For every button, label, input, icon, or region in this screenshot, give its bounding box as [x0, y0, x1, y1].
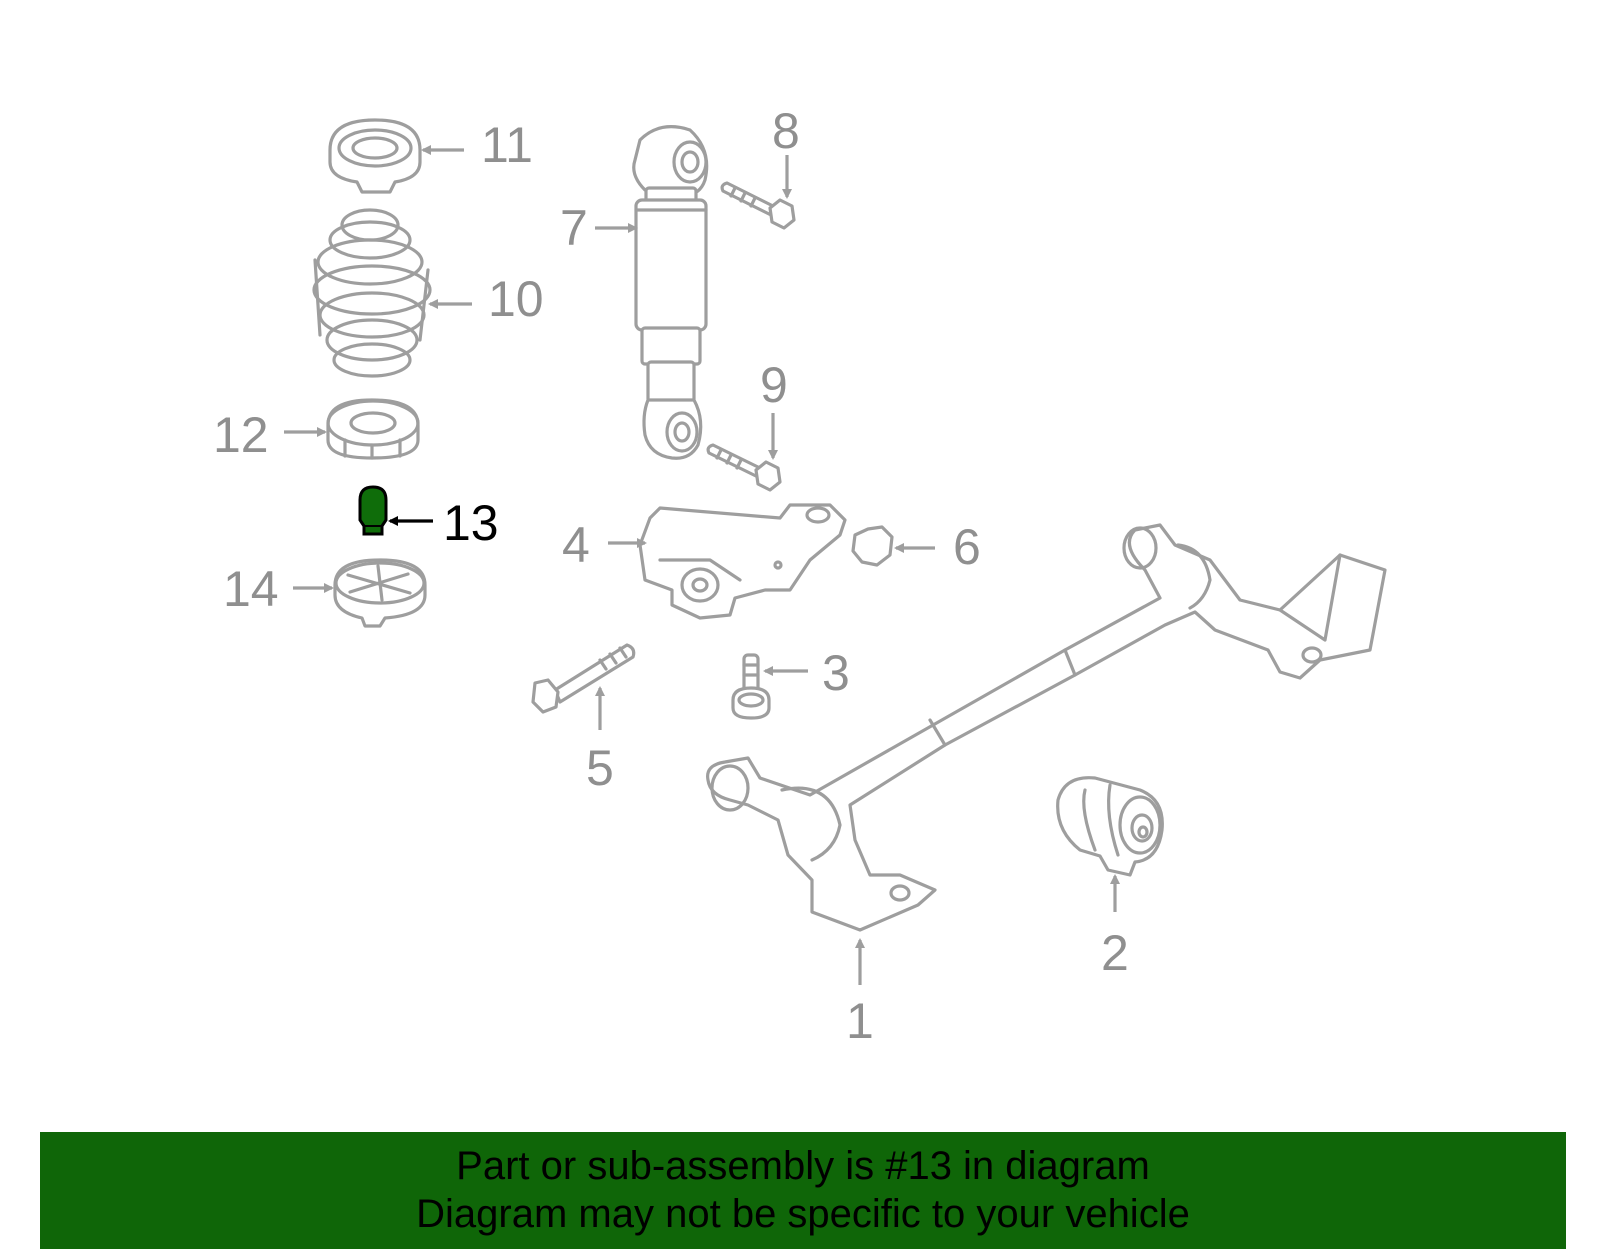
part-10-coil-spring	[312, 208, 432, 378]
part-1-axle-beam	[706, 523, 1387, 932]
part-7-shock-absorber	[632, 125, 709, 460]
part-9-lower-bolt	[706, 443, 782, 492]
callout-7: 7	[560, 200, 588, 256]
part-2-bushing	[1056, 776, 1164, 877]
leader-arrows	[284, 145, 1120, 985]
part-13-bump-stop-highlighted	[358, 485, 388, 536]
callout-10: 10	[488, 271, 544, 327]
callout-1: 1	[846, 993, 874, 1049]
callout-8: 8	[772, 103, 800, 159]
part-11-upper-spring-seat	[328, 118, 422, 194]
callout-5: 5	[586, 740, 614, 796]
callout-2: 2	[1101, 925, 1129, 981]
banner-line-2: Diagram may not be specific to your vehi…	[416, 1192, 1190, 1236]
part-5-long-bolt	[531, 643, 636, 714]
part-8-upper-bolt	[720, 181, 796, 230]
part-12-lower-insulator	[326, 398, 420, 460]
callout-12: 12	[213, 407, 269, 463]
part-6-nut	[851, 525, 894, 567]
callout-6: 6	[953, 519, 981, 575]
callout-14: 14	[223, 561, 279, 617]
callout-9: 9	[760, 357, 788, 413]
callout-3: 3	[822, 645, 850, 701]
callout-11: 11	[481, 117, 533, 173]
callout-13-highlighted: 13	[443, 495, 499, 551]
banner-line-1: Part or sub-assembly is #13 in diagram	[456, 1144, 1150, 1188]
part-4-bracket	[638, 503, 847, 620]
part-14-lower-pad	[333, 558, 427, 628]
info-banner: Part or sub-assembly is #13 in diagram D…	[40, 1132, 1566, 1249]
part-3-short-bolt	[731, 653, 771, 720]
callout-4: 4	[562, 517, 590, 573]
